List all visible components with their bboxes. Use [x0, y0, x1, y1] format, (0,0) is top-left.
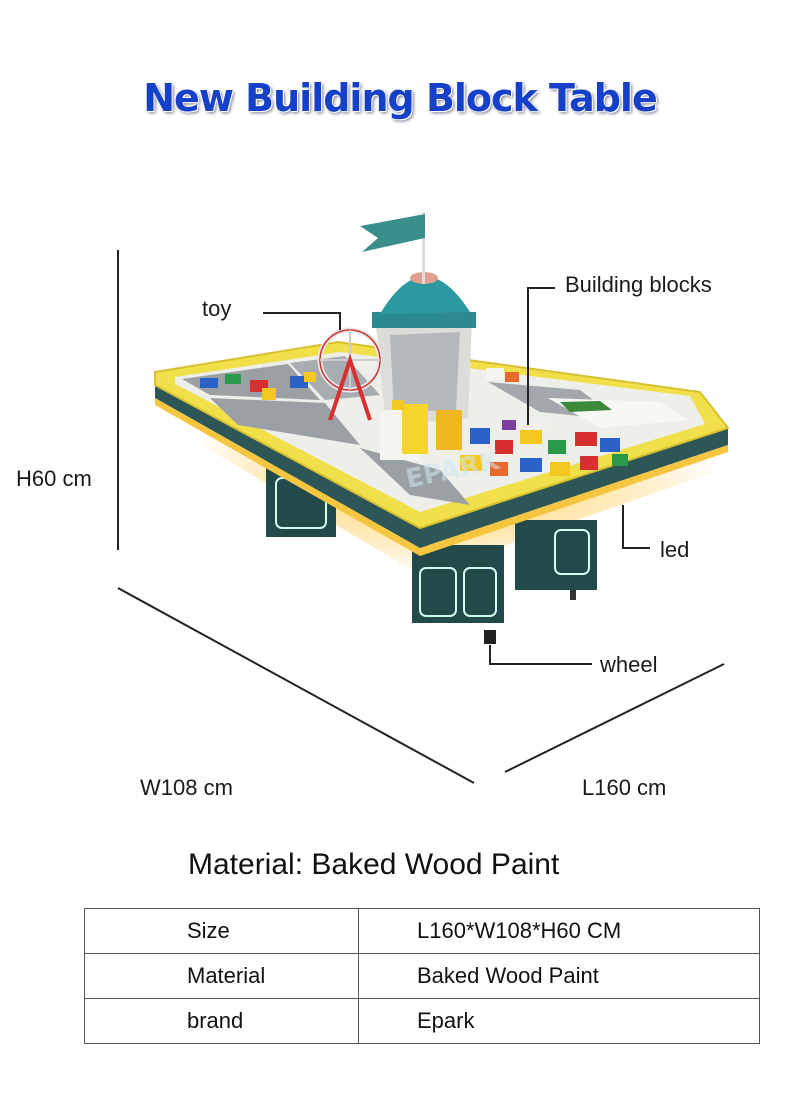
- wheel-shape: [484, 630, 496, 644]
- toy-leader: [263, 312, 341, 330]
- blocks-leader: [527, 287, 555, 425]
- spec-key: Material: [84, 953, 359, 999]
- callout-led: led: [660, 537, 690, 562]
- callout-toy: toy: [202, 296, 232, 321]
- led-leader: [622, 505, 650, 549]
- callout-wheel: wheel: [600, 652, 658, 677]
- wheel-leader: [489, 645, 592, 665]
- building-blocks: [200, 368, 628, 476]
- width-label: W108 cm: [140, 775, 233, 800]
- spec-key: Size: [84, 908, 359, 954]
- center-tower: [360, 212, 476, 425]
- width-line: [117, 587, 475, 784]
- length-label: L160 cm: [582, 775, 667, 800]
- ferris-wheel: [317, 327, 383, 421]
- flag-shape: [360, 214, 425, 252]
- callout-building-blocks: Building blocks: [565, 272, 712, 297]
- length-line: [504, 663, 725, 773]
- spec-value: Baked Wood Paint: [358, 953, 760, 999]
- height-label: H60 cm: [16, 466, 92, 491]
- spec-value: L160*W108*H60 CM: [358, 908, 760, 954]
- page-title: New Building Block Table: [143, 76, 657, 120]
- spec-value: Epark: [358, 998, 760, 1044]
- material-heading: Material: Baked Wood Paint: [188, 848, 560, 881]
- spec-key: brand: [84, 998, 359, 1044]
